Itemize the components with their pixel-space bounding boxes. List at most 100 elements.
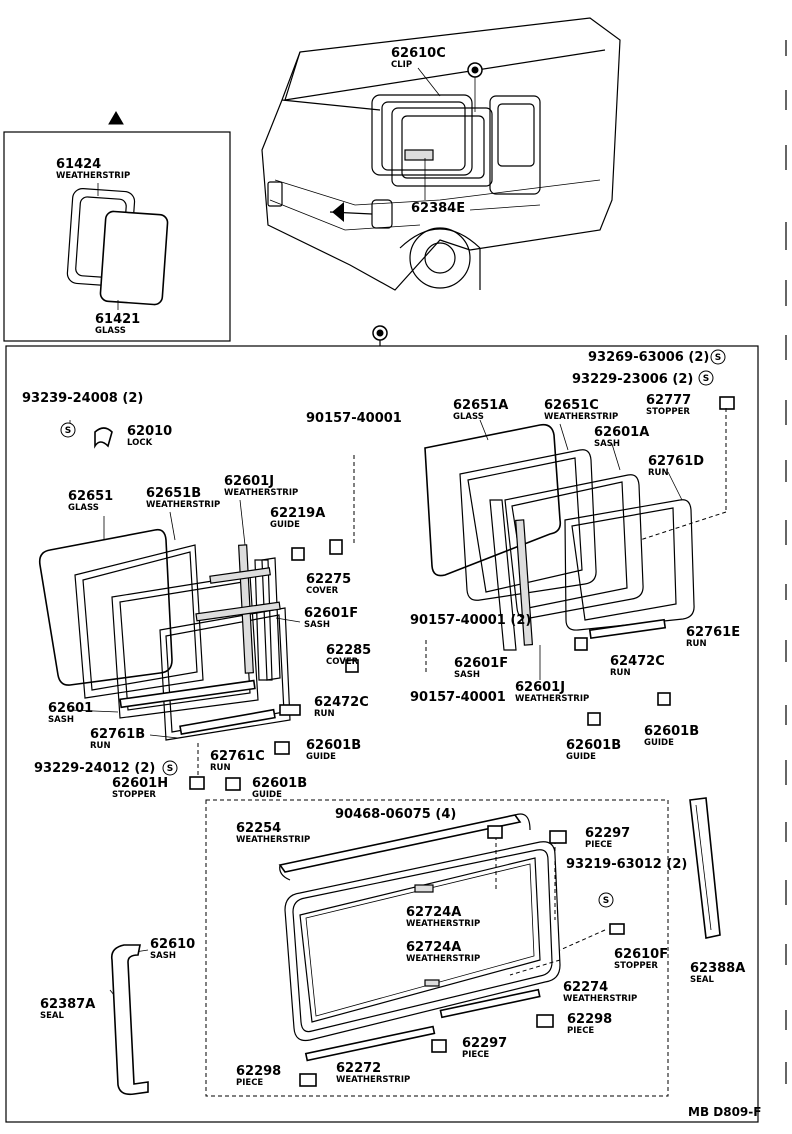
part-number: 62254	[236, 821, 281, 836]
svg-text:S: S	[65, 426, 71, 436]
part-number: 93269-63006 (2)	[588, 350, 709, 365]
part-number: 61421	[95, 312, 140, 327]
part-name: WEATHERSTRIP	[336, 1075, 410, 1085]
part-number: 62601B	[644, 724, 699, 739]
part-name: GUIDE	[270, 520, 300, 530]
label-p93219: 93219-63012 (2)	[566, 857, 687, 872]
part-number: 62724A	[406, 905, 461, 920]
part-number: 62010	[127, 424, 172, 439]
part-number: 62272	[336, 1061, 381, 1076]
part-number: 62651C	[544, 398, 599, 413]
part-number: 62275	[306, 572, 351, 587]
part-name: GLASS	[95, 326, 126, 336]
part-name: SASH	[150, 951, 176, 961]
part-number: 62651	[68, 489, 113, 504]
part-number: 93239-24008 (2)	[22, 391, 143, 406]
part-name: COVER	[306, 586, 339, 596]
part-number: 62761C	[210, 749, 265, 764]
part-name: GLASS	[453, 412, 484, 422]
part-number: 62601H	[112, 776, 168, 791]
part-number: 62601B	[252, 776, 307, 791]
part-number: 93229-24012 (2)	[34, 761, 155, 776]
part-number: 62601F	[454, 656, 508, 671]
triangle-marker-icon	[332, 202, 344, 222]
part-name: RUN	[610, 668, 631, 678]
part-name: WEATHERSTRIP	[563, 994, 637, 1004]
right-window-assembly	[345, 396, 735, 726]
triangle-marker-icon	[108, 111, 124, 125]
part-name: STOPPER	[646, 407, 690, 417]
part-name: SEAL	[690, 975, 715, 985]
s-washer-icon: S	[162, 760, 178, 776]
part-name: PIECE	[567, 1026, 594, 1036]
svg-text:S: S	[167, 764, 173, 774]
part-name: COVER	[326, 657, 359, 667]
rear-window-frame	[278, 813, 625, 1087]
part-name: SASH	[594, 439, 620, 449]
label-p93239: 93239-24008 (2)	[22, 391, 143, 406]
label-p62384E: 62384E	[411, 201, 465, 216]
part-number: 62601	[48, 701, 93, 716]
part-number: 90157-40001 (2)	[410, 613, 531, 628]
part-number: 62472C	[314, 695, 369, 710]
part-name: WEATHERSTRIP	[56, 171, 130, 181]
part-name: WEATHERSTRIP	[236, 835, 310, 845]
leader-lines	[69, 408, 727, 1001]
label-p90468: 90468-06075 (4)	[335, 807, 456, 822]
part-number: 62297	[585, 826, 630, 841]
svg-text:S: S	[715, 353, 721, 363]
inset-box-triangle	[3, 131, 231, 342]
part-number: 62777	[646, 393, 691, 408]
part-name: WEATHERSTRIP	[544, 412, 618, 422]
part-number: 62274	[563, 980, 608, 995]
part-number: 62601A	[594, 425, 649, 440]
part-name: GLASS	[68, 503, 99, 513]
part-number: 62601B	[566, 738, 621, 753]
part-name: STOPPER	[112, 790, 156, 800]
van-illustration	[261, 17, 621, 291]
part-number: 93219-63012 (2)	[566, 857, 687, 872]
part-name: SASH	[454, 670, 480, 680]
part-number: 62388A	[690, 961, 745, 976]
part-number: 62601J	[515, 680, 565, 695]
part-number: 62298	[236, 1064, 281, 1079]
part-number: 62472C	[610, 654, 665, 669]
seal-62388A	[689, 797, 721, 939]
label-p90157c: 90157-40001	[410, 690, 506, 705]
part-number: 62651B	[146, 486, 201, 501]
part-name: SASH	[304, 620, 330, 630]
part-name: WEATHERSTRIP	[146, 500, 220, 510]
label-p90157a: 90157-40001	[306, 411, 402, 426]
part-number: 90157-40001	[410, 690, 506, 705]
s-washer-icon: S	[60, 422, 76, 438]
s-washer-icon: S	[598, 892, 614, 908]
part-number: 62610F	[614, 947, 668, 962]
circle-marker-top	[467, 62, 483, 78]
part-number: 62651A	[453, 398, 508, 413]
svg-text:S: S	[703, 374, 709, 384]
part-name: RUN	[210, 763, 231, 773]
